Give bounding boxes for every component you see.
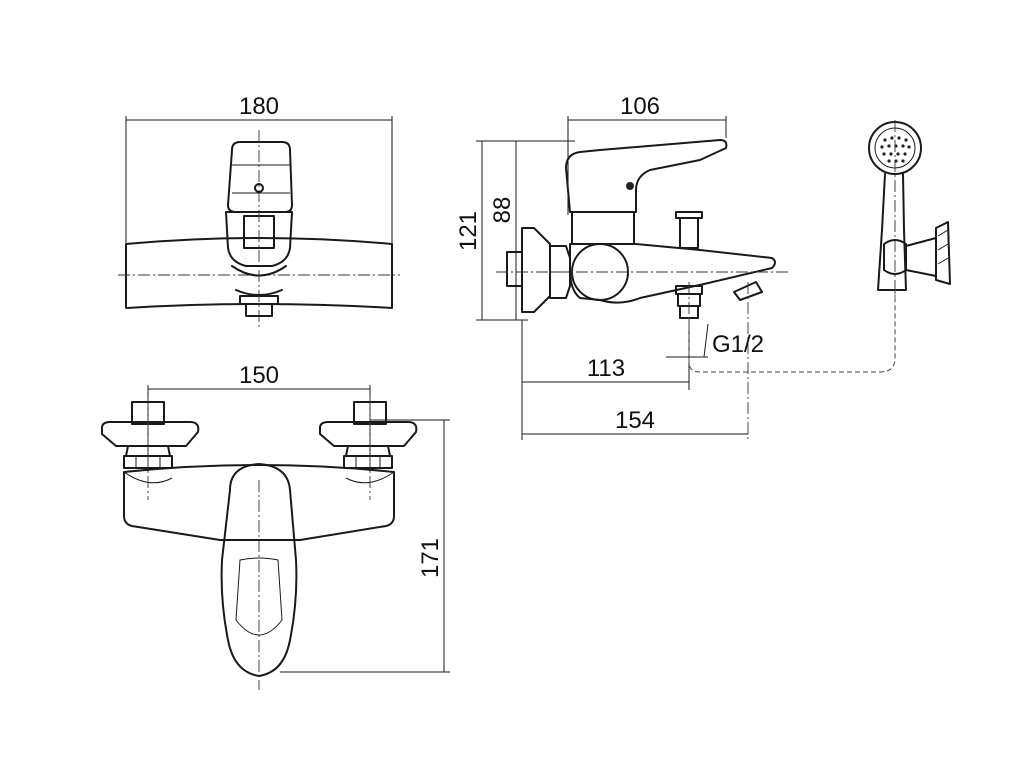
front-view: 150 171	[101, 362, 450, 690]
dimension-side-height-inner: 88	[489, 197, 516, 224]
thread-label: G1/2	[712, 331, 764, 358]
dimension-top-width: 180	[239, 93, 279, 120]
side-view-body	[569, 243, 776, 304]
top-view-body	[125, 237, 393, 309]
front-view-body	[123, 464, 395, 541]
dimension-center-distance: 150	[239, 362, 279, 389]
top-view: 180	[118, 93, 400, 330]
side-view: 106 121 88	[455, 93, 790, 440]
dimension-spout-reach-top: 106	[620, 93, 660, 120]
hose	[688, 290, 896, 373]
dimension-reach-113: 113	[587, 355, 625, 382]
dimension-reach-154: 154	[615, 407, 655, 434]
top-view-lever	[227, 141, 293, 213]
dimension-side-height-outer: 121	[455, 211, 482, 251]
side-view-lever	[565, 139, 728, 213]
dimension-front-height: 171	[417, 538, 444, 578]
front-view-lever	[220, 463, 298, 677]
wall-bracket	[935, 221, 951, 285]
hand-shower	[688, 120, 951, 373]
